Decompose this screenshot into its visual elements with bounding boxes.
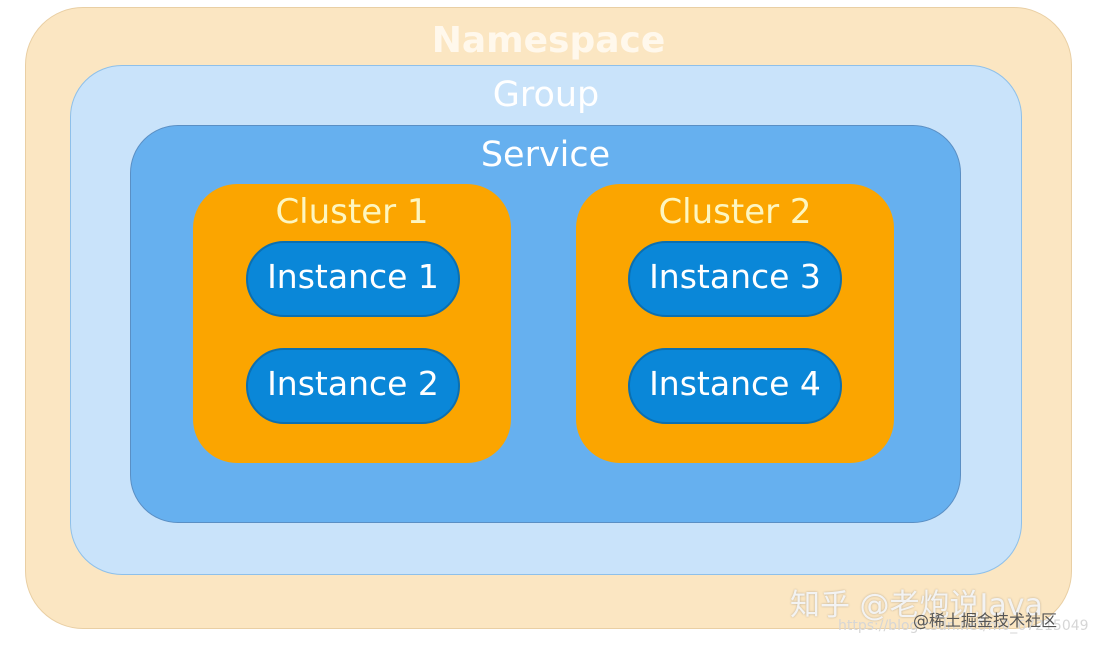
namespace-label: Namespace [431,20,666,61]
instance-1-node: Instance 1 [246,241,460,317]
service-label: Service [480,135,611,175]
cluster-1-label: Cluster 1 [275,192,429,232]
cluster-1-container: Cluster 1 Instance 1 Instance 2 [193,184,511,463]
cluster-2-label: Cluster 2 [658,192,812,232]
zhihu-watermark: 知乎 @老炮说Java [790,588,1043,623]
cluster-2-container: Cluster 2 Instance 3 Instance 4 [576,184,894,463]
instance-3-node: Instance 3 [628,241,842,317]
group-label: Group [492,75,600,115]
instance-4-node: Instance 4 [628,348,842,424]
url-watermark: https://blog.csdn.net/m0_67215049 [838,618,1089,634]
community-watermark: @稀土掘金技术社区 [913,611,1058,630]
instance-2-node: Instance 2 [246,348,460,424]
